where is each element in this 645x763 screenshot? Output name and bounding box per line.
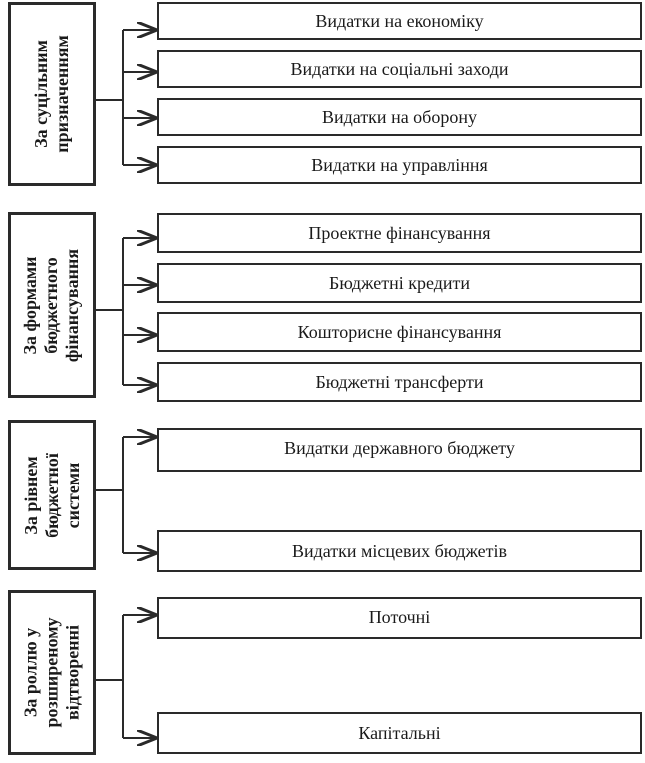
item-label: Бюджетні трансферти bbox=[315, 371, 484, 392]
item-current: Поточні bbox=[157, 597, 642, 639]
item-capital: Капітальні bbox=[157, 712, 642, 754]
item-label: Кошторисне фінансування bbox=[297, 321, 502, 342]
category-box-reproduction-role: За роллю у розширеному відтворенні bbox=[8, 590, 96, 755]
category-box-budget-level: За рівнем бюджетної системи bbox=[8, 420, 96, 570]
item-label: Видатки державного бюджету bbox=[284, 438, 515, 458]
item-social: Видатки на соціальні заходи bbox=[157, 50, 642, 88]
item-label: Бюджетні кредити bbox=[328, 272, 470, 293]
item-label: Проектне фінансування bbox=[308, 222, 491, 243]
item-budget-transfers: Бюджетні трансферти bbox=[157, 362, 642, 402]
item-budget-credits: Бюджетні кредити bbox=[157, 263, 642, 303]
item-label: Поточні bbox=[368, 607, 431, 627]
item-label: Видатки на соціальні заходи bbox=[290, 58, 509, 79]
item-label: Капітальні bbox=[358, 722, 441, 743]
item-label: Видатки місцевих бюджетів bbox=[291, 540, 508, 561]
category-box-purpose: За суцільним призначенням bbox=[8, 2, 96, 186]
category-box-financing-forms: За формами бюджетного фінансування bbox=[8, 212, 96, 398]
item-local-budgets: Видатки місцевих бюджетів bbox=[157, 530, 642, 572]
item-economy: Видатки на економіку bbox=[157, 2, 642, 40]
item-estimate-financing: Кошторисне фінансування bbox=[157, 312, 642, 352]
item-defense: Видатки на оборону bbox=[157, 98, 642, 136]
item-state-budget: Видатки державного бюджету bbox=[157, 428, 642, 472]
item-project-financing: Проектне фінансування bbox=[157, 213, 642, 253]
item-administration: Видатки на управління bbox=[157, 146, 642, 184]
item-label: Видатки на оборону bbox=[322, 106, 477, 127]
item-label: Видатки на управління bbox=[311, 154, 488, 175]
item-label: Видатки на економіку bbox=[315, 10, 484, 31]
